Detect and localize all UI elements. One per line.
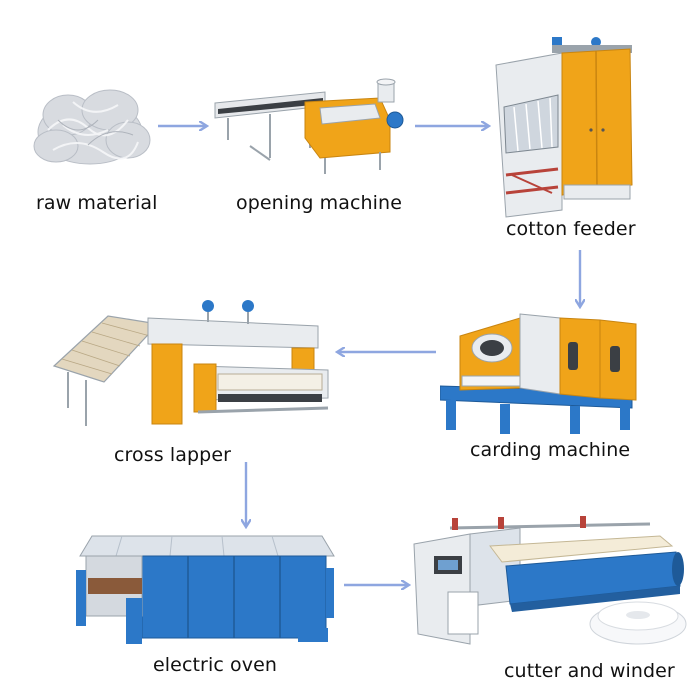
opening-machine-icon <box>214 78 404 174</box>
step-label-carding-machine: carding machine <box>470 439 631 461</box>
electric-oven-icon <box>76 535 335 644</box>
cutter-winder-icon <box>413 516 687 645</box>
step-label-cotton-feeder: cotton feeder <box>506 218 636 240</box>
step-label-electric-oven: electric oven <box>153 654 278 676</box>
cross-lapper-icon <box>52 300 329 426</box>
step-label-opening-machine: opening machine <box>236 192 402 214</box>
carding-machine-icon <box>440 313 637 434</box>
raw-fiber-icon <box>33 89 151 165</box>
step-label-cutter-and-winder: cutter and winder <box>504 660 675 682</box>
cotton-feeder-icon <box>495 37 633 218</box>
step-label-cross-lapper: cross lapper <box>114 444 232 466</box>
step-label-raw-material: raw material <box>36 192 158 214</box>
